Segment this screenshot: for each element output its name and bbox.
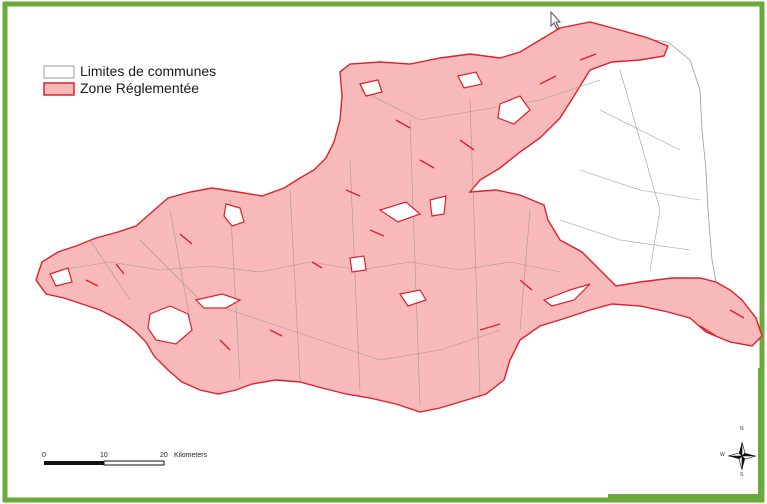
scale-tick-0: 0 — [42, 452, 46, 459]
zone-legend-swatch — [43, 82, 75, 96]
compass-letter-n: N — [740, 426, 744, 432]
legend-label-communes: Limites de communes — [80, 62, 217, 79]
legend-label-zone: Zone Réglementée — [80, 79, 200, 96]
legend-item-communes: Limites de communes — [44, 62, 216, 79]
scale-tick-10: 10 — [100, 452, 108, 459]
compass-letter-w: W — [720, 452, 725, 458]
compass-letter-s: S — [740, 472, 744, 478]
communes-legend-swatch — [43, 65, 75, 79]
commune-boundaries — [59, 69, 701, 406]
zone-fragments — [85, 53, 745, 351]
mouse-cursor-icon — [550, 10, 562, 30]
scale-unit: Kilometers — [174, 452, 208, 459]
compass-rose-icon — [727, 441, 757, 471]
map-legend: Limites de communes Zone Réglementée — [44, 62, 216, 96]
excluded-pockets — [49, 71, 591, 345]
scale-bar-graphic — [44, 460, 165, 466]
frame-corner-tab — [608, 368, 762, 500]
scale-tick-20: 20 — [160, 452, 168, 459]
legend-item-zone: Zone Réglementée — [44, 79, 216, 96]
